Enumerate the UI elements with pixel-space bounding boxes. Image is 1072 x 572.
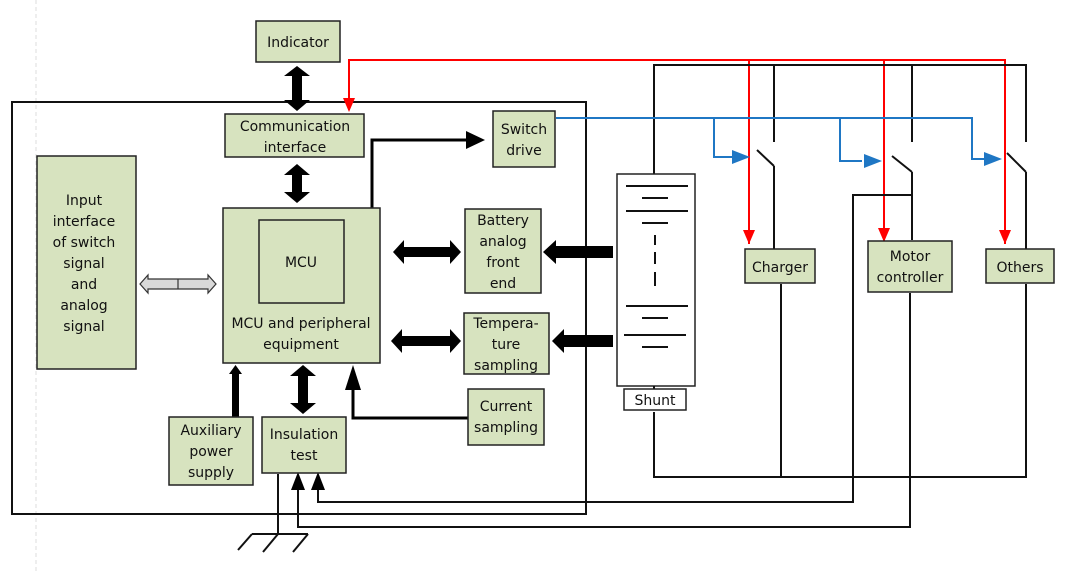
switch-drive-lines bbox=[556, 117, 1002, 168]
block-input-interface: Input interface of switch signal and ana… bbox=[36, 155, 137, 370]
aux-label-line-2: power bbox=[189, 444, 233, 460]
input-label-line-6: analog bbox=[60, 298, 107, 314]
insulation-input-arrow-2 bbox=[311, 472, 325, 490]
mcu-label: MCU bbox=[285, 255, 317, 271]
current-label-line-1: Current bbox=[480, 399, 533, 415]
input-label-line-7: signal bbox=[63, 319, 104, 335]
mcu-peripheral-label-line-2: equipment bbox=[263, 337, 339, 353]
afe-label-line-1: Battery bbox=[477, 213, 529, 229]
temp-label-line-1: Tempera- bbox=[472, 316, 538, 332]
temp-label-line-2: ture bbox=[492, 337, 520, 353]
insulation-label-line-1: Insulation bbox=[270, 427, 338, 443]
block-temperature-sampling: Tempera- ture sampling bbox=[463, 312, 550, 375]
afe-label-line-3: front bbox=[486, 255, 520, 271]
input-label-line-1: Input bbox=[66, 193, 103, 209]
insulation-label-line-2: test bbox=[291, 448, 318, 464]
block-motor-controller: Motor controller bbox=[867, 240, 953, 293]
shunt-label: Shunt bbox=[635, 393, 677, 409]
block-shunt: Shunt bbox=[623, 388, 687, 411]
afe-label-line-2: analog bbox=[479, 234, 526, 250]
temp-label-line-3: sampling bbox=[474, 358, 538, 374]
block-communication-interface: Communication interface bbox=[224, 113, 365, 158]
relay-switches bbox=[756, 149, 1027, 250]
ground-icon bbox=[237, 526, 309, 553]
switch-drive-label-line-1: Switch bbox=[501, 122, 547, 138]
data-flow-arrows bbox=[139, 66, 613, 420]
aux-label-line-1: Auxiliary bbox=[180, 423, 241, 439]
indicator-label: Indicator bbox=[267, 35, 329, 51]
mcu-peripheral-label-line-1: MCU and peripheral bbox=[231, 316, 370, 332]
block-indicator: Indicator bbox=[255, 20, 341, 63]
insulation-input-arrow-1 bbox=[291, 472, 305, 490]
switch-drive-label-line-2: drive bbox=[506, 143, 541, 159]
block-battery-afe: Battery analog front end bbox=[464, 208, 542, 294]
block-current-sampling: Current sampling bbox=[467, 388, 545, 446]
high-voltage-bus bbox=[653, 64, 1027, 174]
charger-label: Charger bbox=[752, 260, 808, 276]
motor-label-line-1: Motor bbox=[890, 249, 931, 265]
block-insulation-test: Insulation test bbox=[261, 416, 347, 474]
block-auxiliary-power: Auxiliary power supply bbox=[168, 416, 254, 486]
input-label-line-3: of switch bbox=[53, 235, 116, 251]
current-label-line-2: sampling bbox=[474, 420, 538, 436]
communication-label-line-2: interface bbox=[264, 140, 326, 156]
communication-label-line-1: Communication bbox=[240, 119, 350, 135]
control-signal-lines bbox=[343, 59, 1011, 244]
block-others: Others bbox=[985, 248, 1055, 284]
input-label-line-4: signal bbox=[63, 256, 104, 272]
block-switch-drive: Switch drive bbox=[492, 110, 556, 168]
afe-label-line-4: end bbox=[490, 276, 516, 292]
input-label-line-5: and bbox=[71, 277, 97, 293]
block-charger: Charger bbox=[744, 248, 816, 284]
motor-label-line-2: controller bbox=[877, 270, 944, 286]
input-label-line-2: interface bbox=[53, 214, 115, 230]
block-mcu-peripheral: MCU MCU and peripheral equipment bbox=[222, 207, 381, 364]
block-mcu bbox=[258, 219, 345, 304]
aux-label-line-3: supply bbox=[188, 465, 234, 481]
battery-pack bbox=[616, 173, 696, 390]
others-label: Others bbox=[996, 260, 1043, 276]
return-wiring bbox=[277, 194, 1027, 528]
